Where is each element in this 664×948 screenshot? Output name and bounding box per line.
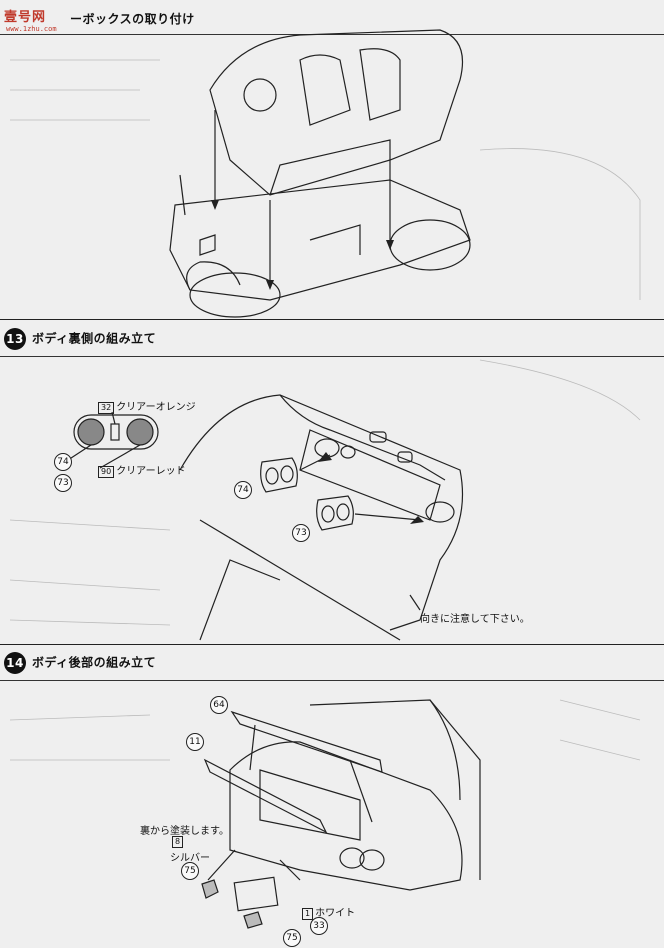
part-number: 11 bbox=[186, 733, 204, 751]
paint-callout-silver: 8 bbox=[170, 836, 185, 848]
paint-name: ホワイト bbox=[315, 908, 356, 919]
paint-backside-note: 裏から塗装します。 bbox=[140, 826, 229, 837]
part-number: 74 bbox=[54, 453, 72, 471]
watermark-mark: 壹号网 bbox=[4, 10, 47, 25]
section-title-14: 14 ボディ後部の組み立て bbox=[4, 652, 156, 674]
section-divider bbox=[0, 34, 664, 35]
section-title-text: ボディ裏側の組み立て bbox=[32, 331, 157, 346]
step-number-14: 14 bbox=[4, 652, 26, 674]
part-number: 74 bbox=[234, 481, 252, 499]
section-title-text: ボディ後部の組み立て bbox=[32, 655, 157, 670]
paint-code-badge: 8 bbox=[172, 836, 184, 848]
paint-name: クリアーオレンジ bbox=[116, 402, 196, 413]
part-number: 75 bbox=[181, 862, 199, 880]
orientation-note: 向きに注意して下さい。 bbox=[420, 614, 530, 625]
watermark-url: www.1zhu.com bbox=[6, 25, 57, 33]
section-title-text: ーボックスの取り付け bbox=[70, 12, 195, 26]
section-divider bbox=[0, 356, 664, 357]
section-divider bbox=[0, 680, 664, 681]
section-13-panel bbox=[0, 319, 664, 638]
section-14-panel bbox=[0, 644, 664, 945]
paint-code-badge: 32 bbox=[98, 402, 115, 414]
step-number-13: 13 bbox=[4, 328, 26, 350]
paint-code-badge: 1 bbox=[302, 908, 314, 920]
paint-name-silver: シルバー bbox=[170, 853, 210, 864]
paint-name: クリアーレッド bbox=[116, 466, 186, 477]
section-title-12: ーボックスの取り付け bbox=[70, 10, 195, 27]
part-number: 33 bbox=[310, 917, 328, 935]
watermark-logo: 壹号网 www.1zhu.com bbox=[4, 6, 68, 36]
paint-code-badge: 90 bbox=[98, 466, 115, 478]
part-number: 64 bbox=[210, 696, 228, 714]
section-title-13: 13 ボディ裏側の組み立て bbox=[4, 328, 156, 350]
part-number: 73 bbox=[54, 474, 72, 492]
part-number: 75 bbox=[283, 929, 301, 947]
interior-assembly-illustration bbox=[10, 29, 641, 318]
part-number: 73 bbox=[292, 524, 310, 542]
